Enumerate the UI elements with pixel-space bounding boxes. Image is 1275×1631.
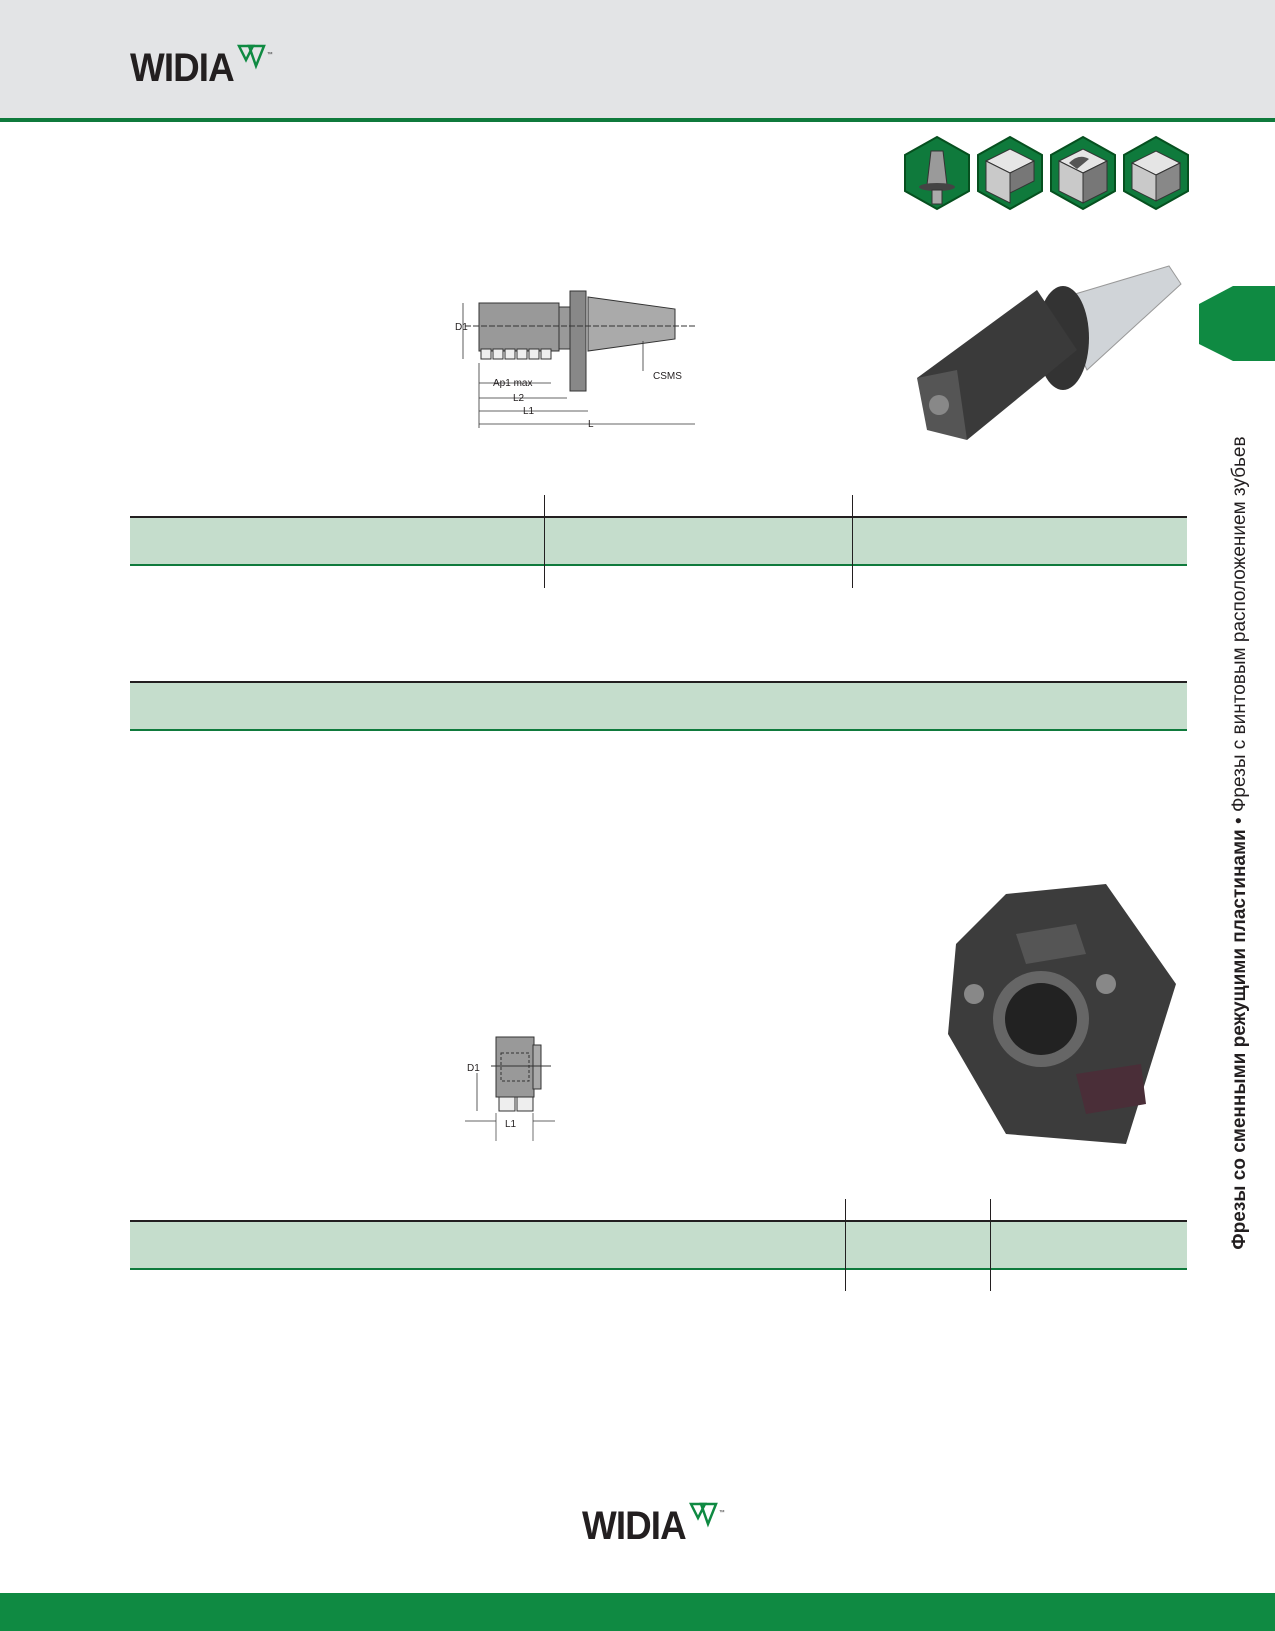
header-rule <box>0 118 1275 122</box>
logo-text: WIDIA <box>130 46 235 90</box>
shell-mill-diagram: D1 L1 <box>465 1036 555 1141</box>
section-tab <box>1199 286 1275 361</box>
table2-bottom-rule <box>130 729 1187 731</box>
trademark: ™ <box>266 52 273 58</box>
face-milling-icon <box>1123 135 1189 211</box>
d1-label: D1 <box>467 1063 480 1074</box>
bullet: • <box>1229 817 1250 824</box>
l1-label: L1 <box>523 406 535 417</box>
table3-divider <box>845 1199 846 1291</box>
application-icons <box>903 135 1190 211</box>
table1-divider <box>544 495 545 588</box>
table1-bottom-rule <box>130 564 1187 566</box>
table3-bottom-rule <box>130 1268 1187 1270</box>
section-subtitle: Фрезы с винтовым расположением зубьев <box>1229 436 1250 813</box>
section-title: Фрезы со сменными режущими пластинами <box>1229 829 1250 1250</box>
page-header <box>0 0 1275 118</box>
d1-label: D1 <box>455 322 468 333</box>
widia-triangle-icon <box>236 44 266 70</box>
trademark: ™ <box>718 1510 725 1516</box>
table1-divider <box>852 495 853 588</box>
section-title-vertical: Фрезы со сменными режущими пластинами • … <box>1229 436 1251 1249</box>
shell-mill-photo <box>948 884 1176 1144</box>
logo-text: WIDIA <box>582 1504 687 1548</box>
shoulder-milling-icon <box>977 135 1043 211</box>
slotting-icon <box>1050 135 1116 211</box>
table2-top-rule <box>130 681 1187 683</box>
shell-mill-holder-photo <box>917 265 1182 440</box>
table3-divider <box>990 1199 991 1291</box>
csms-label: CSMS <box>653 371 682 382</box>
tool-holder-icon <box>904 135 970 211</box>
footer-widia-logo: WIDIA ™ <box>582 1502 725 1546</box>
shell-mill-holder-diagram: D1 Ap1 max L2 L1 L CSMS <box>455 290 695 430</box>
ap1-max-label: Ap1 max <box>493 378 532 389</box>
table2-header-band <box>130 683 1187 729</box>
l2-label: L2 <box>513 393 525 404</box>
table1-top-rule <box>130 516 1187 518</box>
table1-header-band <box>130 518 1187 564</box>
l1-label: L1 <box>505 1119 517 1130</box>
l-label: L <box>588 419 594 430</box>
page-footer-band <box>0 1593 1275 1631</box>
widia-triangle-icon <box>688 1502 718 1528</box>
table3-header-band <box>130 1222 1187 1268</box>
widia-logo: WIDIA ™ <box>130 44 273 88</box>
table3-top-rule <box>130 1220 1187 1222</box>
